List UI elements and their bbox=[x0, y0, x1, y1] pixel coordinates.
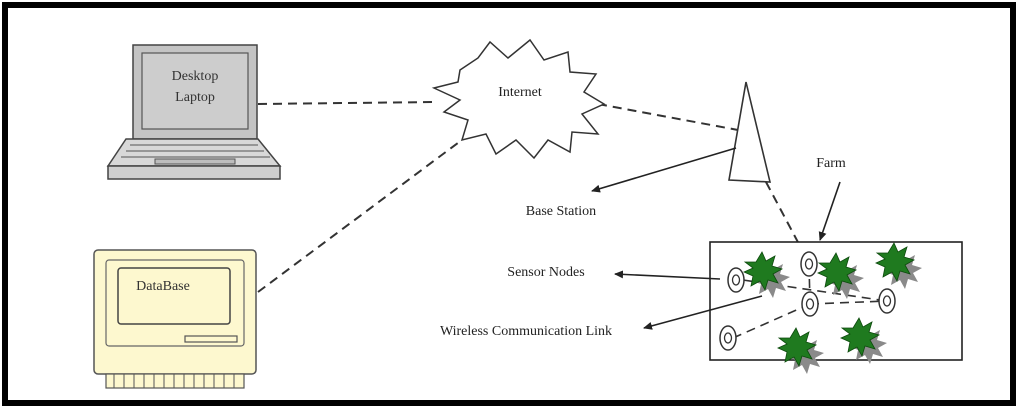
farm-label: Farm bbox=[816, 156, 846, 171]
tower-farm-link bbox=[765, 181, 801, 247]
farm-arrow bbox=[818, 181, 841, 241]
sensor-node-icon bbox=[727, 267, 745, 293]
node-link bbox=[742, 279, 888, 302]
desktop-label-line1: Desktop bbox=[172, 69, 219, 84]
sensor-nodes-arrow bbox=[614, 270, 721, 280]
laptop-icon: Desktop Laptop bbox=[106, 44, 282, 180]
sensor-nodes-label: Sensor Nodes bbox=[507, 265, 584, 280]
antenna-tower-icon bbox=[728, 81, 772, 183]
sensor-node-icon bbox=[800, 251, 818, 277]
internet-label: Internet bbox=[498, 85, 542, 100]
base-station-arrow bbox=[591, 147, 737, 193]
internet-base-link bbox=[597, 103, 739, 131]
database-internet-link bbox=[257, 121, 487, 293]
node-link bbox=[809, 300, 888, 305]
sensor-node-icon bbox=[719, 325, 737, 351]
sensor-node-icon bbox=[801, 291, 819, 317]
database-computer-icon: DataBase bbox=[93, 249, 257, 389]
internet-cloud-icon: Internet bbox=[431, 38, 606, 160]
base-station-label: Base Station bbox=[526, 204, 596, 219]
wireless-link-label: Wireless Communication Link bbox=[440, 324, 612, 339]
database-label: DataBase bbox=[136, 279, 190, 294]
farm-field bbox=[709, 241, 963, 375]
desktop-label-line2: Laptop bbox=[175, 90, 215, 105]
sensor-node-icon bbox=[878, 288, 896, 314]
wireless-link-arrow bbox=[643, 295, 763, 330]
